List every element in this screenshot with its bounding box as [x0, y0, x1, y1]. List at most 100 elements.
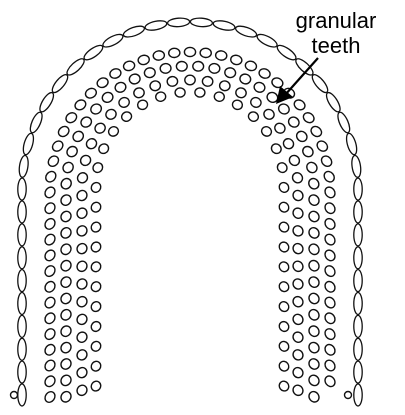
- granular-tooth: [323, 343, 337, 357]
- granular-tooth: [301, 111, 315, 125]
- outer-tooth: [310, 72, 330, 94]
- granular-tooth: [75, 277, 89, 291]
- granular-tooth: [258, 67, 272, 79]
- granular-tooth: [277, 102, 291, 116]
- granular-tooth: [59, 357, 73, 371]
- granular-tooth: [59, 340, 73, 354]
- outer-tooth: [354, 270, 362, 292]
- granular-tooth: [307, 373, 321, 387]
- granular-tooth: [144, 67, 156, 79]
- granular-teeth-rows: [11, 47, 352, 404]
- outer-tooth: [212, 19, 235, 32]
- granular-tooth: [281, 137, 295, 151]
- granular-tooth: [133, 87, 146, 99]
- outer-tooth: [18, 178, 27, 200]
- granular-tooth: [292, 98, 306, 112]
- granular-tooth: [59, 226, 73, 240]
- granular-tooth: [43, 201, 57, 215]
- granular-tooth: [160, 63, 172, 74]
- granular-tooth: [200, 48, 212, 58]
- granular-tooth: [43, 248, 57, 262]
- outer-tooth: [144, 19, 167, 32]
- granular-tooth: [214, 91, 226, 102]
- granular-tooth: [59, 242, 73, 256]
- granular-tooth: [79, 153, 93, 167]
- outer-tooth: [190, 17, 213, 27]
- granular-tooth: [89, 240, 102, 253]
- granular-tooth: [193, 61, 204, 71]
- granular-tooth: [202, 76, 213, 87]
- granular-tooth: [59, 308, 73, 322]
- outer-tooth: [354, 384, 362, 406]
- granular-tooth: [249, 96, 262, 109]
- granular-tooth: [43, 217, 57, 231]
- granular-tooth: [89, 320, 102, 333]
- granular-tooth: [323, 327, 337, 341]
- granular-tooth: [277, 300, 290, 313]
- outer-tooth: [21, 132, 35, 155]
- granular-tooth: [65, 144, 79, 158]
- granular-tooth: [59, 373, 73, 387]
- outer-tooth: [65, 56, 87, 77]
- outer-tooth: [82, 43, 105, 63]
- granular-tooth: [50, 139, 64, 153]
- granular-tooth: [253, 81, 266, 94]
- granular-tooth: [59, 209, 73, 223]
- outer-tooth: [351, 155, 362, 178]
- granular-tooth: [43, 327, 57, 341]
- granular-tooth: [93, 121, 107, 135]
- granular-tooth: [153, 50, 165, 61]
- granular-tooth: [277, 181, 290, 194]
- granular-tooth: [208, 63, 220, 74]
- outer-tooth: [354, 247, 362, 269]
- outer-tooth: [336, 111, 353, 135]
- granular-tooth: [43, 280, 57, 294]
- granular-tooth: [89, 300, 102, 313]
- granular-tooth: [291, 348, 305, 362]
- granular-tooth: [75, 383, 89, 397]
- granular-tooth: [323, 374, 337, 388]
- granular-tooth: [307, 193, 321, 207]
- granular-tooth: [59, 324, 73, 338]
- granular-tooth: [117, 96, 130, 109]
- granular-tooth: [195, 88, 206, 98]
- granular-tooth: [247, 110, 260, 123]
- granular-tooth: [155, 91, 167, 102]
- granular-tooth: [11, 392, 18, 399]
- granular-tooth: [277, 359, 290, 372]
- granular-tooth: [323, 295, 337, 309]
- granular-tooth: [270, 76, 284, 89]
- granular-tooth: [109, 67, 123, 79]
- granular-tooth: [219, 80, 231, 91]
- outer-tooth: [18, 247, 26, 269]
- granular-tooth: [59, 390, 73, 404]
- granular-tooth: [122, 60, 135, 72]
- outer-tooth: [101, 32, 124, 50]
- granular-tooth: [185, 75, 195, 85]
- granular-tooth: [323, 264, 337, 278]
- outer-tooth: [18, 361, 26, 383]
- granular-tooth: [75, 171, 89, 185]
- granular-tooth: [75, 366, 89, 380]
- granular-tooth: [89, 220, 102, 233]
- granular-tooth: [290, 171, 304, 185]
- granular-tooth: [59, 275, 73, 289]
- granular-tooth: [89, 102, 103, 116]
- granular-tooth: [89, 340, 102, 353]
- granular-tooth: [291, 277, 305, 291]
- granular-tooth: [64, 111, 78, 125]
- granular-tooth: [75, 295, 89, 309]
- callout-label-line1: granular: [276, 10, 396, 32]
- granular-tooth: [323, 232, 337, 246]
- granular-tooth: [307, 390, 321, 404]
- granular-tooth: [114, 81, 127, 94]
- granular-tooth: [75, 188, 89, 202]
- outer-tooth: [167, 17, 190, 27]
- granular-tooth: [75, 312, 89, 326]
- granular-tooth: [323, 248, 337, 262]
- granular-tooth: [307, 242, 321, 256]
- granular-tooth: [291, 224, 305, 238]
- outer-tooth: [324, 91, 343, 114]
- granular-tooth: [59, 193, 73, 207]
